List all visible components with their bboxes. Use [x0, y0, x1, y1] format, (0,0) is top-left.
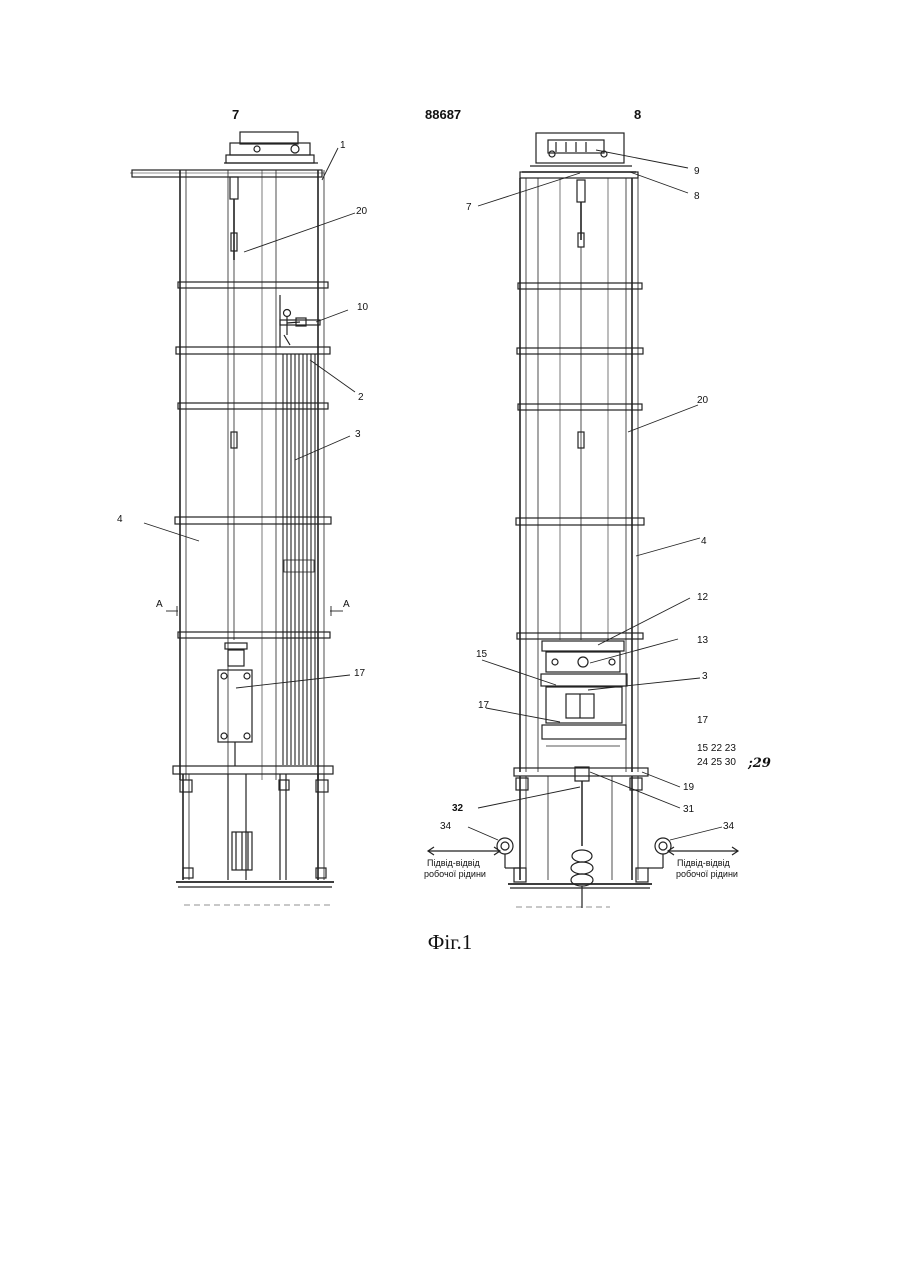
label-13: 13 [697, 635, 709, 646]
label-10: 10 [357, 302, 369, 313]
figure-caption: Фіг.1 [0, 930, 900, 955]
label-17-right: 17 [697, 715, 709, 726]
label-20-right: 20 [697, 395, 709, 406]
fluid-caption-right-line2: робочої рідини [676, 869, 738, 879]
label-34-right: 34 [723, 821, 735, 832]
fluid-caption-left-line2: робочої рідини [424, 869, 486, 879]
fluid-caption-right-line1: Підвід-відвід [677, 858, 731, 868]
label-17: 17 [354, 668, 366, 679]
label-12: 12 [697, 592, 709, 603]
label-19: 19 [683, 782, 695, 793]
label-31: 31 [683, 804, 695, 815]
label-34-left: 34 [440, 821, 452, 832]
label-17-left: 17 [478, 700, 490, 711]
label-15: 15 [476, 649, 488, 660]
label-group-24-25-30: 24 25 30 [697, 757, 736, 768]
left-work-platform [280, 295, 320, 347]
label-4: 4 [117, 514, 123, 525]
label-3-right: 3 [702, 671, 708, 682]
label-20: 20 [356, 206, 368, 217]
left-boom-arm [130, 170, 324, 177]
label-9: 9 [694, 166, 700, 177]
label-29-handwritten: ;29 [747, 756, 771, 771]
label-32: 32 [452, 803, 464, 814]
left-lower-assembly [218, 643, 252, 766]
left-view [130, 132, 355, 905]
left-base-frame [176, 774, 334, 905]
left-fuel-tube-bundle [283, 354, 315, 765]
fluid-flow-arrows [428, 847, 738, 855]
left-frame-rings [173, 282, 333, 774]
fluid-caption-left-line1: Підвід-відвід [427, 858, 481, 868]
section-a-right: A [343, 599, 350, 610]
left-leader-lines [144, 148, 355, 688]
label-2: 2 [358, 392, 364, 403]
label-8: 8 [694, 191, 700, 202]
right-leader-lines [468, 150, 722, 840]
label-4-right: 4 [701, 536, 707, 547]
right-frame-columns [520, 178, 638, 772]
label-1: 1 [340, 140, 346, 151]
label-7: 7 [466, 202, 472, 213]
section-a-left: A [156, 599, 163, 610]
right-fluid-coils [497, 838, 671, 868]
label-group-15-22-23: 15 22 23 [697, 743, 736, 754]
right-top-drive-unit [520, 133, 638, 178]
left-top-drive-unit [224, 132, 318, 163]
label-3: 3 [355, 429, 361, 440]
